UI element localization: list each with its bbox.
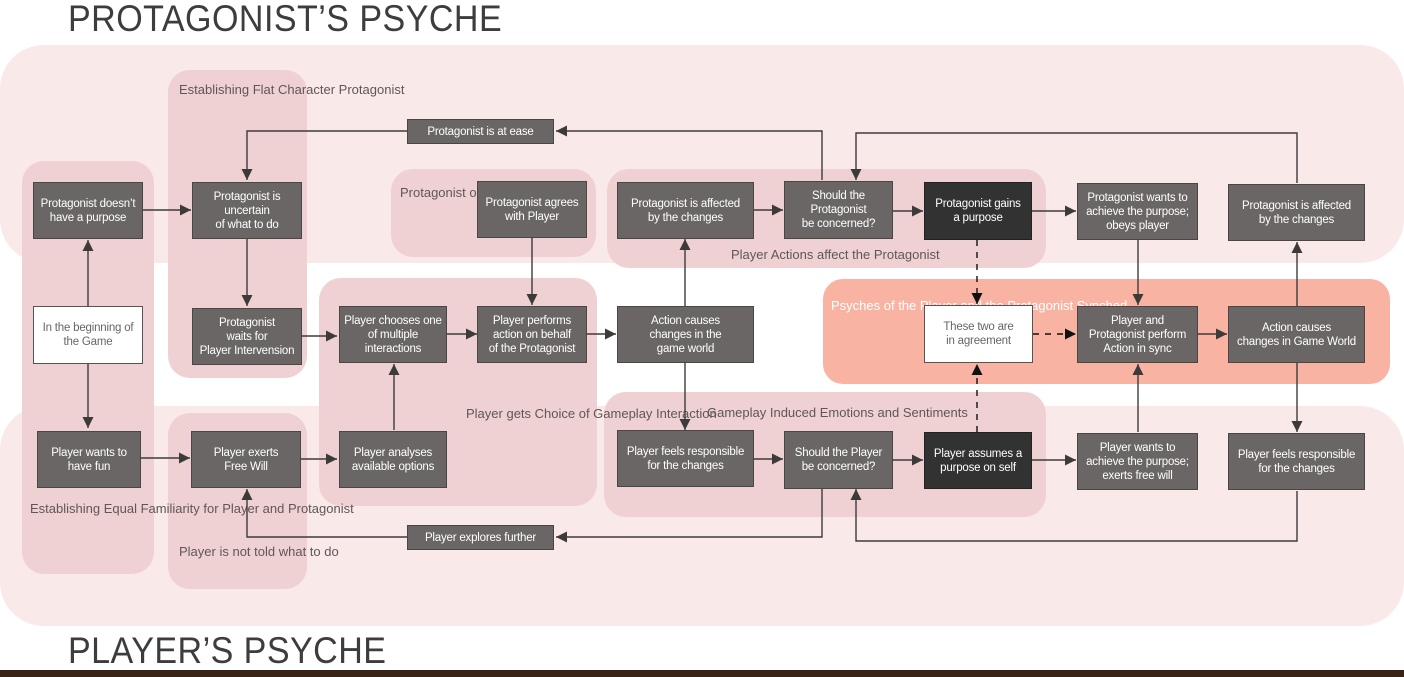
node-player-responsible: Player feels responsible for the changes bbox=[617, 430, 754, 487]
node-beginning: In the beginning of the Game bbox=[33, 306, 143, 364]
node-action-changes: Action causes changes in the game world bbox=[617, 306, 754, 363]
player-psyche-title: PLAYER’S PSYCHE bbox=[68, 630, 387, 671]
node-action-changes-2: Action causes changes in Game World bbox=[1228, 306, 1365, 363]
arrow-explores-to-free-will bbox=[241, 489, 407, 538]
node-at-ease: Protagonist is at ease bbox=[407, 119, 554, 144]
label-emotions: Gameplay Induced Emotions and Sentiments bbox=[707, 405, 968, 420]
arrow-should-prot-to-at-ease bbox=[556, 125, 823, 180]
node-agrees: Protagonist agrees with Player bbox=[477, 181, 587, 238]
arrow-at-ease-to-uncertain bbox=[241, 130, 407, 180]
node-prot-wants: Protagonist wants to achieve the purpose… bbox=[1077, 183, 1198, 240]
node-prot-affected-2: Protagonist is affected by the changes bbox=[1228, 184, 1365, 241]
node-chooses: Player chooses one of multiple interacti… bbox=[339, 306, 447, 363]
protagonist-psyche-title: PROTAGONIST’S PSYCHE bbox=[68, 0, 503, 39]
arrow-prot-affected2-to-should-prot bbox=[850, 132, 1298, 183]
node-wants-fun: Player wants to have fun bbox=[37, 431, 141, 488]
node-gains-purpose: Protagonist gains a purpose bbox=[924, 182, 1032, 240]
arrow-player-responsible2-to-should-player bbox=[850, 489, 1298, 542]
node-analyses: Player analyses available options bbox=[339, 431, 447, 488]
label-flat-character: Establishing Flat Character Protagonist bbox=[179, 82, 405, 97]
node-should-player: Should the Player be concerned? bbox=[784, 431, 893, 489]
label-actions-affect: Player Actions affect the Protagonist bbox=[731, 247, 940, 262]
label-choice: Player gets Choice of Gameplay Interacti… bbox=[466, 406, 717, 421]
node-agreement: These two are in agreement bbox=[924, 305, 1033, 363]
node-prot-affected: Protagonist is affected by the changes bbox=[617, 182, 754, 239]
node-no-purpose: Protagonist doesn’t have a purpose bbox=[33, 182, 143, 239]
node-uncertain: Protagonist is uncertain of what to do bbox=[192, 182, 302, 239]
node-explores: Player explores further bbox=[407, 525, 554, 550]
label-not-told: Player is not told what to do bbox=[179, 544, 339, 559]
node-in-sync: Player and Protagonist perform Action in… bbox=[1077, 306, 1198, 363]
node-player-wants: Player wants to achieve the purpose; exe… bbox=[1077, 433, 1198, 490]
node-performs: Player performs action on behalf of the … bbox=[477, 306, 587, 363]
node-free-will: Player exerts Free Will bbox=[191, 431, 301, 488]
node-should-prot: Should the Protagonist be concerned? bbox=[784, 181, 893, 239]
node-player-responsible-2: Player feels responsible for the changes bbox=[1228, 433, 1365, 490]
arrow-should-player-to-explores bbox=[556, 489, 823, 543]
node-assumes-purpose: Player assumes a purpose on self bbox=[924, 432, 1032, 489]
bottom-strip bbox=[0, 670, 1404, 677]
node-waits: Protagonist waits for Player Intervensio… bbox=[192, 308, 302, 365]
